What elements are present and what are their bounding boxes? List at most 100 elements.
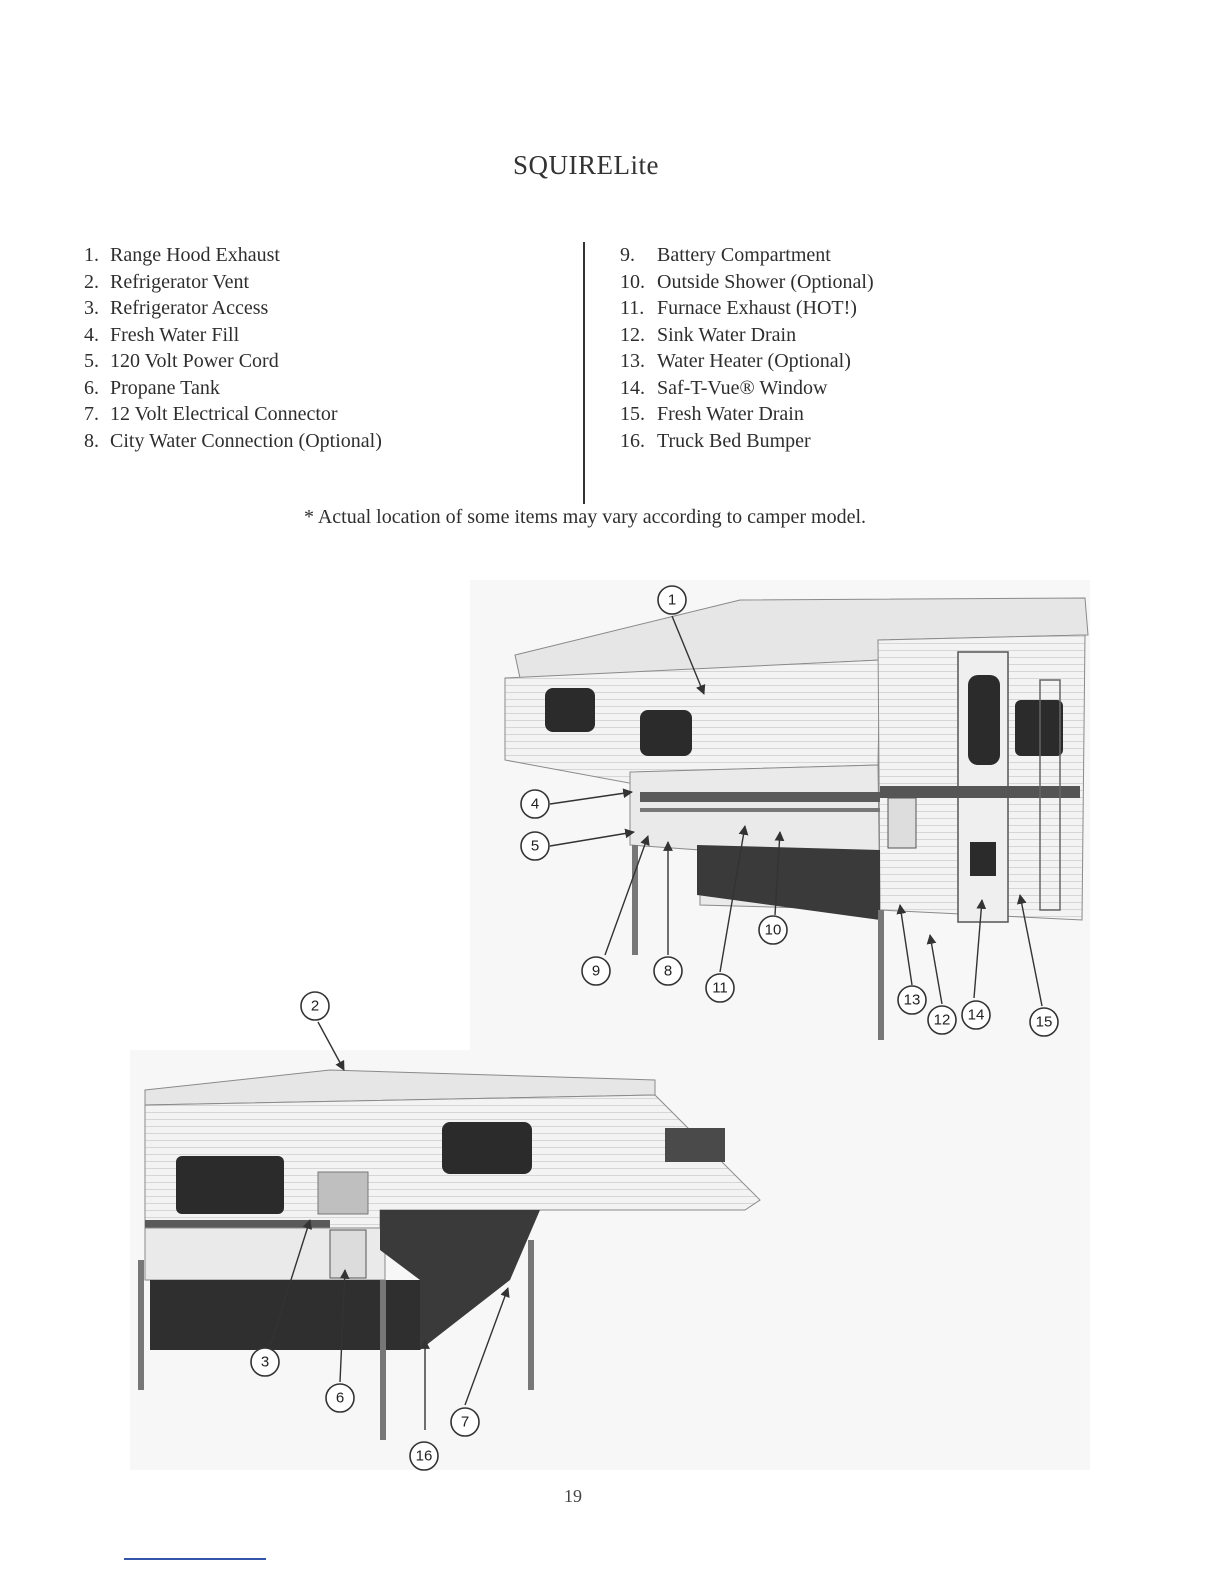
- component-list-left: 1.Range Hood Exhaust 2.Refrigerator Vent…: [84, 242, 382, 454]
- side-window: [176, 1156, 284, 1214]
- callout-number: 15: [1036, 1014, 1053, 1031]
- callout-12: 12: [928, 1006, 956, 1034]
- item-number: 4.: [84, 322, 110, 349]
- list-item: 6.Propane Tank: [84, 375, 382, 402]
- item-number: 10.: [620, 269, 657, 296]
- component-list-right: 9.Battery Compartment 10.Outside Shower …: [620, 242, 874, 454]
- item-label: Battery Compartment: [657, 242, 831, 269]
- callout-number: 6: [336, 1390, 344, 1407]
- location-note: * Actual location of some items may vary…: [0, 506, 1170, 529]
- item-number: 6.: [84, 375, 110, 402]
- callout-2: 2: [301, 992, 329, 1020]
- front-lights: [665, 1128, 725, 1162]
- callout-number: 14: [968, 1007, 985, 1024]
- page-title: SQUIRELite: [0, 150, 1172, 181]
- refrigerator-access-door: [330, 1230, 366, 1278]
- saf-t-vue-window-shape: [970, 842, 996, 876]
- skirt-panel: [150, 1280, 420, 1350]
- item-number: 15.: [620, 401, 657, 428]
- callout-number: 16: [416, 1448, 433, 1465]
- list-item: 4.Fresh Water Fill: [84, 322, 382, 349]
- rear-bumper: [880, 786, 1080, 798]
- callout-5: 5: [521, 832, 549, 860]
- item-label: 120 Volt Power Cord: [110, 348, 279, 375]
- list-item: 10.Outside Shower (Optional): [620, 269, 874, 296]
- item-label: Propane Tank: [110, 375, 220, 402]
- callout-number: 1: [668, 592, 676, 609]
- callout-10: 10: [759, 916, 787, 944]
- list-item: 8.City Water Connection (Optional): [84, 428, 382, 455]
- item-label: Saf-T-Vue® Window: [657, 375, 827, 402]
- callout-6: 6: [326, 1384, 354, 1412]
- decal-stripe: [145, 1220, 330, 1228]
- callout-number: 10: [765, 922, 782, 939]
- decal-stripe: [640, 792, 880, 802]
- item-label: Fresh Water Drain: [657, 401, 804, 428]
- item-label: Water Heater (Optional): [657, 348, 851, 375]
- side-window-front: [545, 688, 595, 732]
- callout-15: 15: [1030, 1008, 1058, 1036]
- jack-rear-left: [138, 1260, 144, 1390]
- callout-1: 1: [658, 586, 686, 614]
- callout-number: 13: [904, 992, 921, 1009]
- item-number: 9.: [620, 242, 657, 269]
- item-number: 7.: [84, 401, 110, 428]
- decal-stripe-thin: [640, 808, 880, 812]
- item-label: Furnace Exhaust (HOT!): [657, 295, 857, 322]
- list-item: 12.Sink Water Drain: [620, 322, 874, 349]
- callout-number: 7: [461, 1414, 469, 1431]
- callout-number: 5: [531, 838, 539, 855]
- callout-3: 3: [251, 1348, 279, 1376]
- list-item: 9.Battery Compartment: [620, 242, 874, 269]
- callout-4: 4: [521, 790, 549, 818]
- callout-14: 14: [962, 1001, 990, 1029]
- item-label: Range Hood Exhaust: [110, 242, 280, 269]
- callout-7: 7: [451, 1408, 479, 1436]
- door-window: [968, 675, 1000, 765]
- list-item: 14.Saf-T-Vue® Window: [620, 375, 874, 402]
- list-item: 16.Truck Bed Bumper: [620, 428, 874, 455]
- jack-front-right: [528, 1240, 534, 1390]
- cabover-window: [442, 1122, 532, 1174]
- list-item: 11.Furnace Exhaust (HOT!): [620, 295, 874, 322]
- list-item: 7.12 Volt Electrical Connector: [84, 401, 382, 428]
- jack-front-left: [380, 1280, 386, 1440]
- rear-window: [1015, 700, 1063, 756]
- callout-number: 11: [712, 980, 728, 997]
- item-label: Refrigerator Vent: [110, 269, 249, 296]
- side-window-rear: [640, 710, 692, 756]
- item-number: 12.: [620, 322, 657, 349]
- electrical-box: [888, 798, 916, 848]
- callout-9: 9: [582, 957, 610, 985]
- item-number: 14.: [620, 375, 657, 402]
- page-number: 19: [0, 1486, 1146, 1507]
- callout-8: 8: [654, 957, 682, 985]
- item-label: City Water Connection (Optional): [110, 428, 382, 455]
- camper-diagram: 1 2 3 4 5 6 7 8 9 10 11 12 13 14 15 16: [0, 560, 1224, 1480]
- list-item: 15.Fresh Water Drain: [620, 401, 874, 428]
- item-number: 11.: [620, 295, 657, 322]
- callout-number: 8: [664, 963, 672, 980]
- callout-number: 2: [311, 998, 319, 1015]
- jack-rear: [878, 910, 884, 1040]
- callout-16: 16: [410, 1442, 438, 1470]
- refrigerator-vent: [318, 1172, 368, 1214]
- item-label: Refrigerator Access: [110, 295, 268, 322]
- list-item: 3.Refrigerator Access: [84, 295, 382, 322]
- camper-rear-view: [470, 580, 1090, 1050]
- callout-number: 12: [934, 1012, 951, 1029]
- item-number: 3.: [84, 295, 110, 322]
- item-number: 8.: [84, 428, 110, 455]
- item-label: Truck Bed Bumper: [657, 428, 811, 455]
- callout-13: 13: [898, 986, 926, 1014]
- item-number: 16.: [620, 428, 657, 455]
- item-number: 1.: [84, 242, 110, 269]
- callout-11: 11: [706, 974, 734, 1002]
- item-label: Outside Shower (Optional): [657, 269, 874, 296]
- camper-front-view: [130, 1050, 1090, 1470]
- list-item: 1.Range Hood Exhaust: [84, 242, 382, 269]
- list-item: 2.Refrigerator Vent: [84, 269, 382, 296]
- item-number: 5.: [84, 348, 110, 375]
- column-divider: [583, 242, 585, 504]
- item-label: 12 Volt Electrical Connector: [110, 401, 338, 428]
